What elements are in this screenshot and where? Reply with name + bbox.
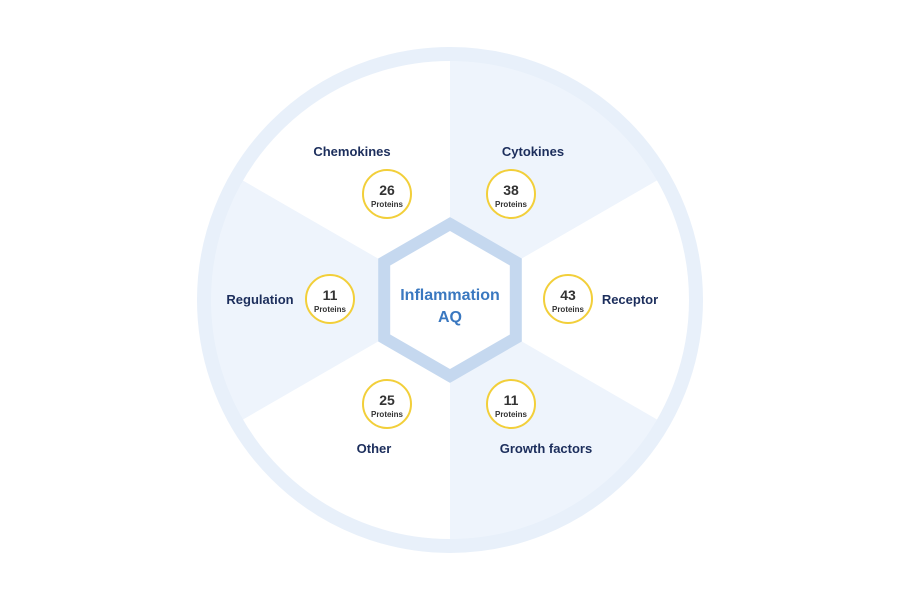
segment-cytokines: Cytokines 38 Proteins — [486, 144, 564, 219]
wedge-cytokines — [450, 60, 658, 300]
center-hexagon — [378, 217, 522, 383]
segment-label: Regulation — [226, 292, 293, 307]
protein-count-badge: 43 Proteins — [543, 274, 593, 324]
segment-other: Other 25 Proteins — [357, 379, 412, 456]
center-title-line2: AQ — [438, 309, 462, 326]
protein-count-badge: 25 Proteins — [362, 379, 412, 429]
badge-unit: Proteins — [495, 410, 528, 419]
badge-count: 38 — [503, 182, 519, 198]
badge-circle — [305, 274, 355, 324]
badge-circle — [543, 274, 593, 324]
badge-count: 26 — [379, 182, 395, 198]
badge-count: 43 — [560, 287, 576, 303]
protein-count-badge: 26 Proteins — [362, 169, 412, 219]
badge-unit: Proteins — [371, 410, 404, 419]
badge-count: 11 — [323, 287, 338, 303]
badge-circle — [486, 379, 536, 429]
center-title-line1: Inflammation — [400, 287, 500, 304]
badge-unit: Proteins — [314, 305, 347, 314]
badge-unit: Proteins — [552, 305, 585, 314]
segment-label: Cytokines — [502, 144, 564, 159]
segment-receptor: Receptor 43 Proteins — [543, 274, 658, 324]
wedge-growth-factors — [450, 300, 658, 540]
badge-circle — [362, 169, 412, 219]
badge-unit: Proteins — [495, 200, 528, 209]
segment-label: Other — [357, 441, 392, 456]
badge-circle — [362, 379, 412, 429]
badge-count: 25 — [379, 392, 395, 408]
badge-unit: Proteins — [371, 200, 404, 209]
segment-label: Receptor — [602, 292, 658, 307]
protein-count-badge: 11 Proteins — [486, 379, 536, 429]
segment-growth-factors: Growth factors 11 Proteins — [486, 379, 592, 456]
wedge-other — [242, 300, 450, 540]
outer-ring — [197, 47, 703, 553]
badge-count: 11 — [504, 392, 519, 408]
segment-label: Chemokines — [313, 144, 390, 159]
protein-count-badge: 11 Proteins — [305, 274, 355, 324]
segment-chemokines: Chemokines 26 Proteins — [313, 144, 412, 219]
badge-circle — [486, 169, 536, 219]
protein-count-badge: 38 Proteins — [486, 169, 536, 219]
segment-regulation: Regulation 11 Proteins — [226, 274, 355, 324]
wedge-chemokines — [242, 60, 450, 300]
segment-label: Growth factors — [500, 441, 592, 456]
